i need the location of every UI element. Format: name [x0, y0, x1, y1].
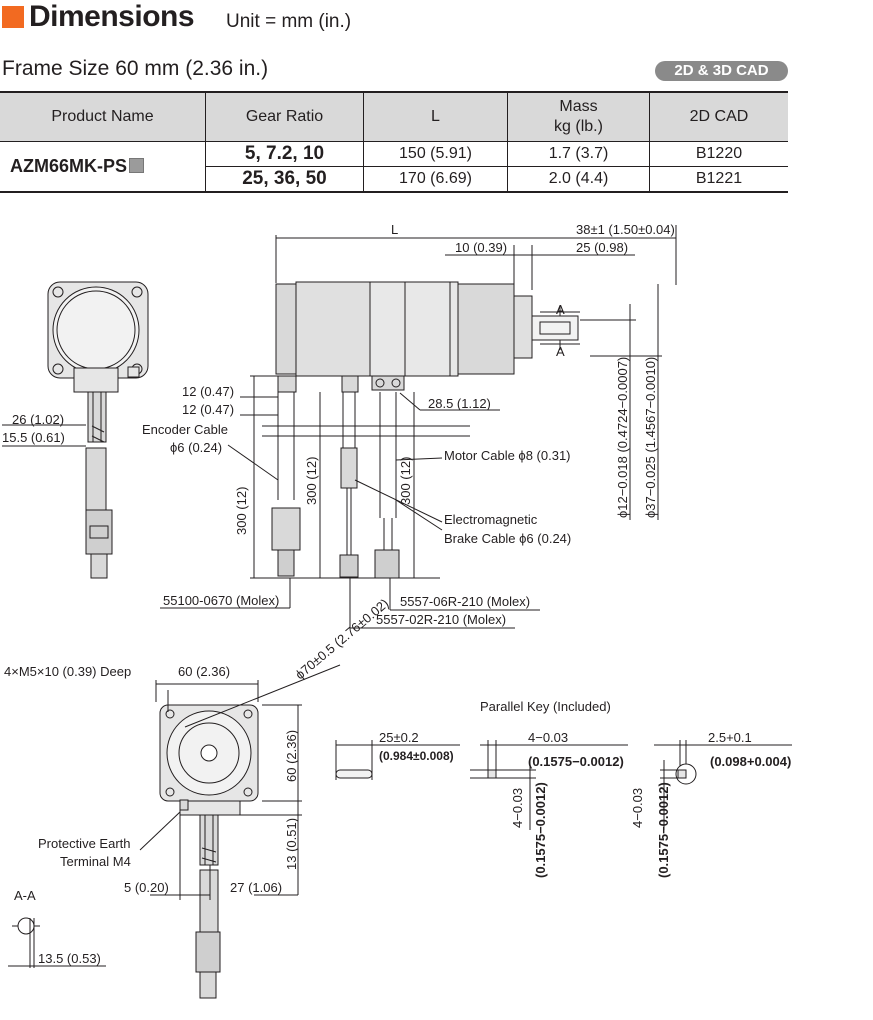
header-accent-square [2, 6, 24, 28]
col-mass: Mass kg (lb.) [507, 91, 650, 142]
keyway-height: 4−0.03 [630, 788, 645, 828]
connector-06r: 5557-06R-210 (Molex) [400, 594, 530, 609]
key-width: 4−0.03 [528, 730, 568, 745]
dim-10: 10 (0.39) [455, 240, 507, 255]
table-row: AZM66MK-PS 5, 7.2, 10 150 (5.91) 1.7 (3.… [0, 141, 788, 193]
dim-70-pilot: ϕ70±0.5 (2.76±0.02) [292, 596, 391, 683]
dim-60-height: 60 (2.36) [284, 730, 299, 782]
cad-cell[interactable]: B1221 [649, 166, 788, 193]
dim-12a: 12 (0.47) [182, 384, 234, 399]
connector-02r: 5557-02R-210 (Molex) [376, 612, 506, 627]
gear-ratio-cell: 25, 36, 50 [205, 166, 364, 193]
mass-cell: 2.0 (4.4) [507, 166, 650, 193]
cad-cell[interactable]: B1220 [649, 141, 788, 167]
dim-28-5: 28.5 (1.12) [428, 396, 491, 411]
spec-table: Product Name Gear Ratio L Mass kg (lb.) 2… [0, 91, 788, 193]
shaft-diameter-37: ϕ37−0.025 (1.4567−0.0010) [643, 357, 658, 518]
product-name-cell: AZM66MK-PS [0, 141, 206, 193]
dim-27: 27 (1.06) [230, 880, 282, 895]
col-2d-cad: 2D CAD [649, 91, 788, 142]
section-aa-title: A-A [14, 888, 36, 903]
cad-download-button[interactable]: 2D & 3D CAD [655, 61, 788, 81]
encoder-cable-diameter: ϕ6 (0.24) [170, 440, 222, 455]
col-mass-title: Mass [559, 98, 598, 115]
dim-13-5: 13.5 (0.53) [38, 951, 101, 966]
col-product-name: Product Name [0, 91, 206, 142]
dim-5: 5 (0.20) [124, 880, 169, 895]
col-mass-unit: kg (lb.) [554, 118, 603, 135]
keyway-depth-inch: (0.098+0.004) [710, 754, 791, 769]
section-aa [8, 917, 106, 968]
brake-cable-label-2: Brake Cable ϕ6 (0.24) [444, 531, 571, 546]
dim-L: L [391, 222, 398, 237]
parallel-key-title: Parallel Key (Included) [480, 699, 611, 714]
dim-26: 26 (1.02) [12, 412, 64, 427]
dim-38: 38±1 (1.50±0.04) [576, 222, 675, 237]
col-length: L [363, 91, 508, 142]
key-length: 25±0.2 [379, 730, 419, 745]
mass-cell: 1.7 (3.7) [507, 141, 650, 167]
parallel-key-views [335, 740, 792, 830]
table-row: 25, 36, 50 170 (6.69) 2.0 (4.4) B1221 [0, 166, 788, 193]
dim-25: 25 (0.98) [576, 240, 628, 255]
dim-300-motor: 300 (12) [398, 457, 413, 505]
rear-view [2, 281, 149, 579]
key-length-inch: (0.984±0.008) [379, 749, 454, 763]
table-header-row: Product Name Gear Ratio L Mass kg (lb.) 2… [0, 91, 788, 142]
dim-300-brake: 300 (12) [304, 457, 319, 505]
section-mark-top: A [556, 302, 565, 317]
keyway-height-inch: (0.1575−0.0012) [656, 782, 671, 878]
front-view [139, 664, 341, 999]
dim-15-5: 15.5 (0.61) [2, 430, 65, 445]
mounting-holes: 4×M5×10 (0.39) Deep [4, 664, 131, 679]
page-title: Dimensions [29, 0, 195, 33]
keyway-depth: 2.5+0.1 [708, 730, 752, 745]
length-cell: 150 (5.91) [363, 141, 508, 167]
frame-size-heading: Frame Size 60 mm (2.36 in.) [2, 57, 269, 80]
motor-cable-label: Motor Cable ϕ8 (0.31) [444, 448, 571, 463]
brake-cable-label-1: Electromagnetic [444, 512, 538, 527]
pe-terminal-label-2: Terminal M4 [60, 854, 131, 869]
side-view [160, 225, 677, 629]
section-mark-bottom: A [556, 344, 565, 359]
length-cell: 170 (6.69) [363, 166, 508, 193]
dim-12b: 12 (0.47) [182, 402, 234, 417]
col-gear-ratio: Gear Ratio [205, 91, 364, 142]
connector-55100: 55100-0670 (Molex) [163, 593, 279, 608]
variant-placeholder-box [129, 158, 145, 173]
pe-terminal-label-1: Protective Earth [38, 836, 131, 851]
product-name: AZM66MK-PS [10, 156, 128, 176]
dim-300-encoder: 300 (12) [234, 487, 249, 535]
unit-label: Unit = mm (in.) [226, 11, 352, 32]
key-height: 4−0.03 [510, 788, 525, 828]
shaft-diameter-12: ϕ12−0.018 (0.4724−0.0007) [615, 357, 630, 518]
dim-60-width: 60 (2.36) [178, 664, 230, 679]
gear-ratio-cell: 5, 7.2, 10 [205, 141, 364, 167]
key-width-inch: (0.1575−0.0012) [528, 754, 624, 769]
key-height-inch: (0.1575−0.0012) [533, 782, 548, 878]
dim-13: 13 (0.51) [284, 818, 299, 870]
encoder-cable-label: Encoder Cable [142, 422, 228, 437]
